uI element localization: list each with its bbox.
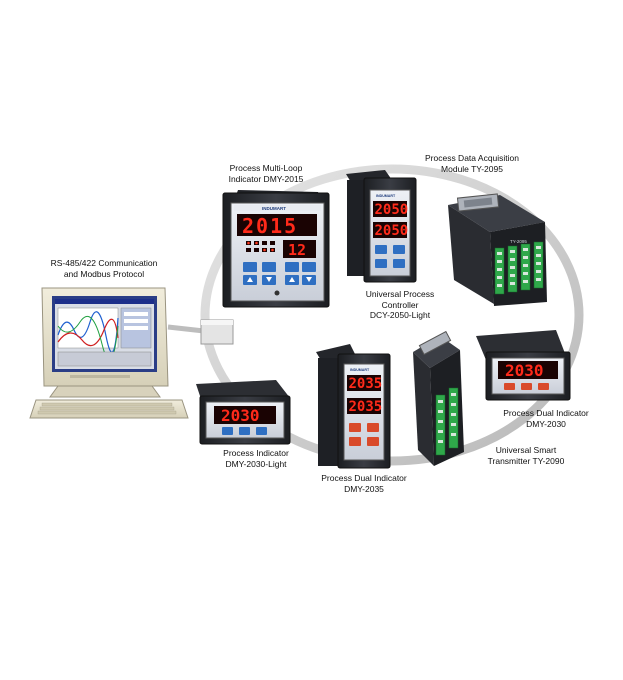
pc-keyboard [29,399,189,419]
device-dmy2035: INDUMART 2035 2035 [316,344,391,469]
label-dmy2030-light: Process Indicator DMY-2030-Light [223,448,289,469]
converter-box [200,319,234,345]
dmy2030l-display: 2030 [221,406,260,425]
label-dmy2030: Process Dual Indicator DMY-2030 [503,408,589,429]
dmy2035-brand: INDUMART [350,368,370,372]
dmy2015-brand: INDUMART [262,206,286,211]
label-dcy2050: Universal Process Controller DCY-2050-Li… [365,289,435,320]
ty2090-terminals [435,387,459,456]
device-ty2095: TY-2095 [448,193,547,306]
dmy2035-bottom-display: 2035 [349,399,383,415]
ty2095-tag: TY-2095 [510,239,527,244]
dmy2015-bottom-display: 12 [288,241,306,259]
label-dmy2015: Process Multi-Loop Indicator DMY-2015 [228,163,304,184]
label-dmy2035: Process Dual Indicator DMY-2035 [321,473,407,494]
label-ty2095: Process Data Acquisition Module TY-2095 [424,153,520,174]
dmy2030-display: 2030 [505,361,544,380]
dmy2035-top-display: 2035 [349,376,383,392]
dmy2015-top-display: 2015 [242,214,298,238]
label-ty2090: Universal Smart Transmitter TY-2090 [487,445,565,466]
device-dcy2050: INDUMART 2050 2050 [346,170,417,283]
label-communication: RS-485/422 Communication and Modbus Prot… [50,258,158,279]
dcy2050-top-display: 2050 [375,202,409,218]
device-dmy2015: INDUMART 2015 12 [222,190,330,308]
pc-monitor [41,287,169,398]
dcy2050-brand: INDUMART [376,194,396,198]
connection-cable [167,324,205,334]
device-ty2090 [413,330,464,466]
network-ring [200,164,584,466]
device-dmy2030-light: 2030 [196,380,291,445]
dcy2050-bottom-display: 2050 [375,223,409,239]
device-dmy2030: 2030 [476,330,571,401]
dmy2015-right-buttons [285,262,316,285]
